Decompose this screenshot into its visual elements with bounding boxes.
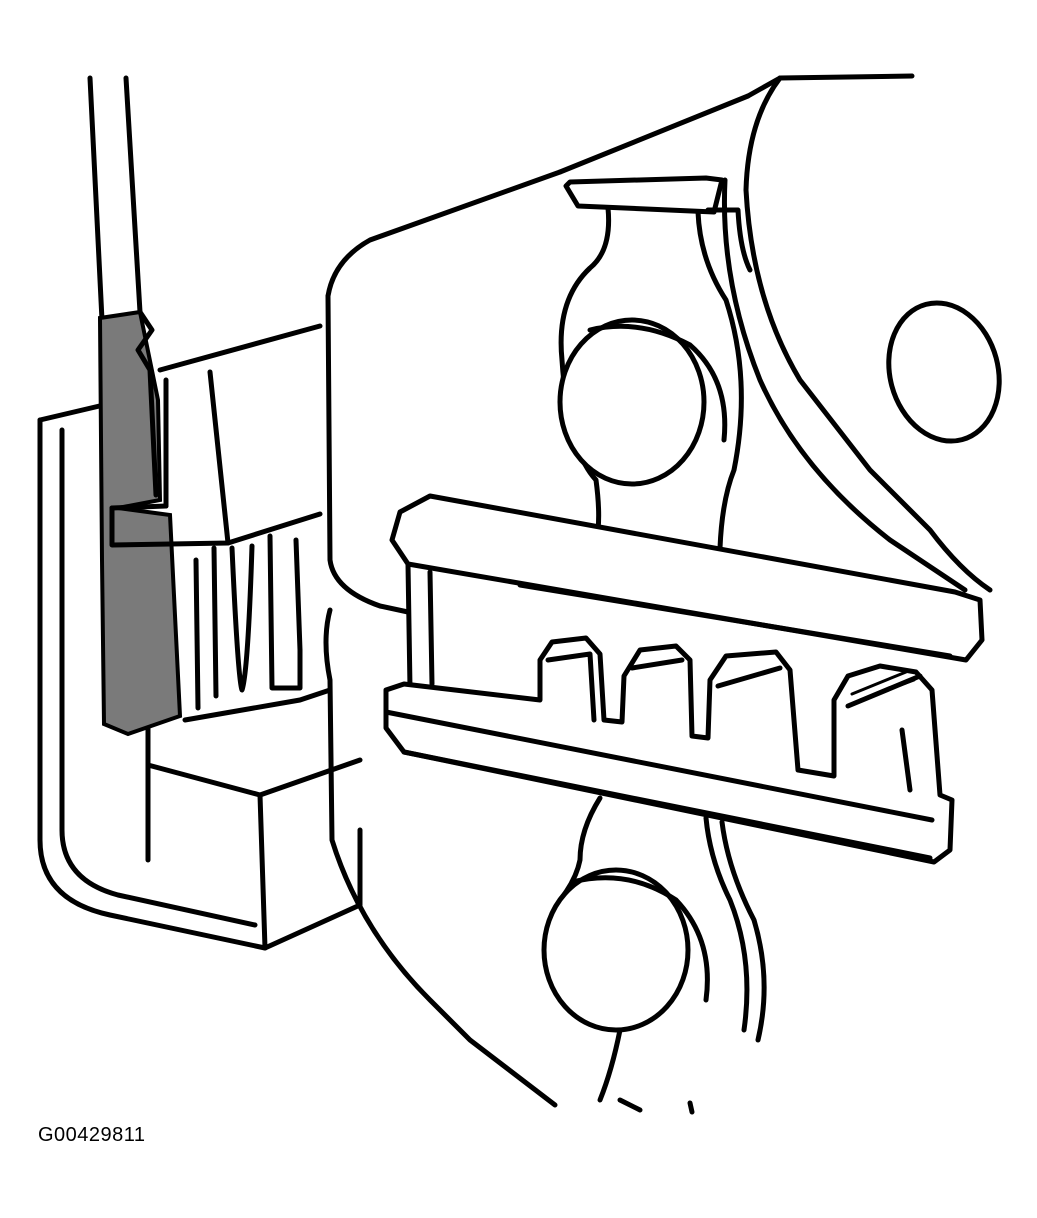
connector-block bbox=[182, 369, 333, 723]
terminal-pin bbox=[97, 309, 323, 737]
figure-id-label: G00429811 bbox=[38, 1124, 146, 1146]
upper-pivot-pin bbox=[557, 317, 728, 487]
upper-jaw-lug bbox=[558, 175, 753, 551]
mounting-hole bbox=[886, 300, 1002, 444]
tool-body bbox=[323, 73, 993, 1115]
wire bbox=[87, 75, 143, 323]
upper-die-bar bbox=[389, 493, 985, 691]
lower-die-bar bbox=[383, 635, 955, 865]
lower-pivot-pin bbox=[541, 867, 710, 1033]
